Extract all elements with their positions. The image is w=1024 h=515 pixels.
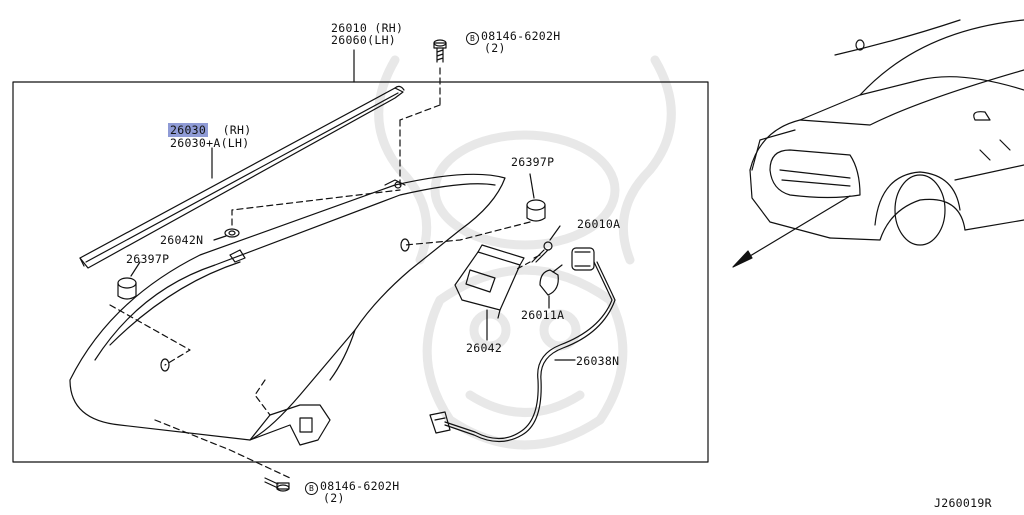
dash-cap-right	[404, 221, 531, 246]
cap-left-icon	[117, 277, 137, 300]
trim-part-highlight[interactable]: 26030	[168, 123, 209, 137]
bolt-bottom-code: 08146-6202H	[320, 479, 400, 493]
dash-screw	[514, 261, 531, 271]
label-bulb: 26011A	[521, 308, 565, 322]
label-trim-rh: 26030 (RH)	[168, 123, 252, 137]
harness-wire	[429, 261, 616, 443]
watermark-emblem	[374, 55, 676, 450]
label-socket: 26010A	[577, 217, 621, 231]
label-assembly-rh: 26010 (RH)	[331, 21, 404, 35]
bolt-bottom-icon	[264, 477, 290, 492]
label-bolt-bottom-qty: (2)	[323, 491, 345, 505]
bolt-top-icon	[433, 39, 447, 63]
leader-cap-right	[529, 173, 535, 199]
socket-icon	[571, 247, 595, 271]
label-bolt-top-qty: (2)	[484, 41, 506, 55]
label-trim-lh: 26030+A(LH)	[170, 136, 250, 150]
dash-bolt-top-2	[399, 104, 441, 121]
trim-strip	[79, 85, 405, 269]
car-illustration	[749, 19, 1024, 246]
headlamp-housing	[69, 173, 506, 446]
pointer-arrow	[732, 195, 851, 268]
b-circle-icon: B	[305, 482, 318, 495]
leader-socket	[549, 225, 561, 241]
screw-icon	[531, 241, 553, 263]
b-circle-icon: B	[466, 32, 479, 45]
cap-right-icon	[526, 199, 546, 222]
dash-bolt-bottom-2	[254, 379, 271, 416]
leader-grommet	[213, 235, 227, 241]
bolt-top-code: 08146-6202H	[481, 29, 561, 43]
trim-rh-side: (RH)	[222, 123, 252, 137]
bulb-icon	[539, 264, 563, 296]
assembly-frame	[12, 81, 709, 463]
label-harness: 26038N	[576, 354, 620, 368]
label-grommet: 26042N	[160, 233, 204, 247]
label-bracket: 26042	[466, 341, 503, 355]
dash-bolt-bottom	[154, 419, 291, 479]
dash-grommet	[231, 189, 401, 226]
bracket-icon	[454, 244, 525, 319]
label-assembly-lh: 26060(LH)	[331, 33, 397, 47]
label-cap-left: 26397P	[126, 252, 170, 266]
label-cap-right: 26397P	[511, 155, 555, 169]
figure-code: J260019R	[934, 496, 992, 510]
grommet-icon	[224, 228, 240, 238]
leader-cap-left	[130, 261, 141, 277]
dash-cap-left	[109, 304, 191, 366]
